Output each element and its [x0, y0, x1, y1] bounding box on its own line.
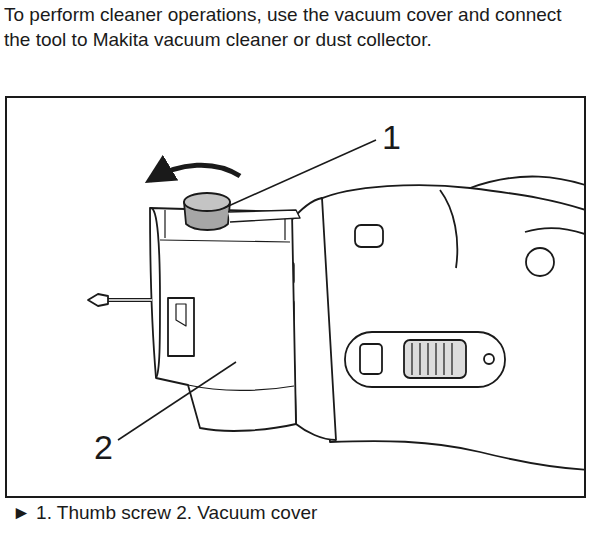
vacuum-cover [150, 208, 296, 431]
front-collar [290, 198, 336, 440]
instruction-text: To perform cleaner operations, use the v… [4, 2, 564, 52]
slide-switch [404, 340, 466, 378]
callout-number: 1 [380, 119, 403, 155]
callout-number: 2 [92, 429, 115, 465]
bit-tip [88, 294, 108, 306]
cover-window [168, 298, 194, 356]
motor-housing [318, 185, 584, 470]
figure-caption: ► 1. Thumb screw 2. Vacuum cover [12, 501, 587, 525]
leader-line [118, 362, 236, 440]
bit-shank [104, 298, 152, 302]
leader-line [224, 140, 376, 208]
switch-slot [345, 332, 505, 387]
rotation-arrow [150, 165, 240, 180]
